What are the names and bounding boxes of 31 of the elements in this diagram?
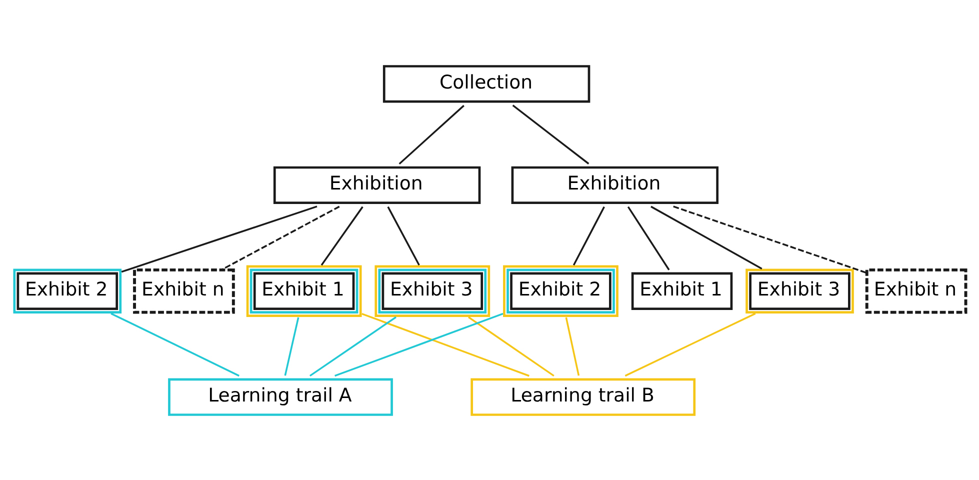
node-box: Exhibit 3	[746, 268, 854, 313]
node-box: Collection	[382, 64, 590, 102]
node-box: Exhibition	[511, 166, 718, 204]
connector	[284, 316, 300, 376]
connector	[565, 316, 580, 376]
connector	[468, 316, 554, 376]
connector	[362, 312, 530, 376]
node-box: Exhibit 2	[13, 268, 122, 313]
connector	[121, 205, 318, 272]
connector	[320, 206, 364, 266]
node-box: Exhibit 2	[503, 264, 618, 317]
connector	[398, 104, 464, 164]
node-box: Exhibit n	[865, 268, 968, 314]
node-box: Exhibit 1	[631, 272, 733, 310]
connector	[309, 316, 397, 376]
connector	[110, 312, 240, 376]
node-box: Exhibit n	[133, 268, 235, 314]
connector	[221, 205, 340, 270]
connector	[334, 312, 504, 376]
node-box: Learning trail B	[470, 378, 696, 416]
connector	[673, 205, 867, 274]
connector	[512, 104, 590, 164]
node-box: Exhibit 3	[374, 264, 490, 317]
connector	[387, 206, 420, 266]
node-box: Exhibit 1	[246, 264, 362, 317]
node-box: Exhibition	[273, 166, 481, 204]
node-box: Learning trail A	[168, 378, 393, 416]
connector	[650, 205, 762, 269]
connector	[624, 312, 756, 376]
connector	[572, 206, 605, 266]
connector	[627, 206, 670, 270]
